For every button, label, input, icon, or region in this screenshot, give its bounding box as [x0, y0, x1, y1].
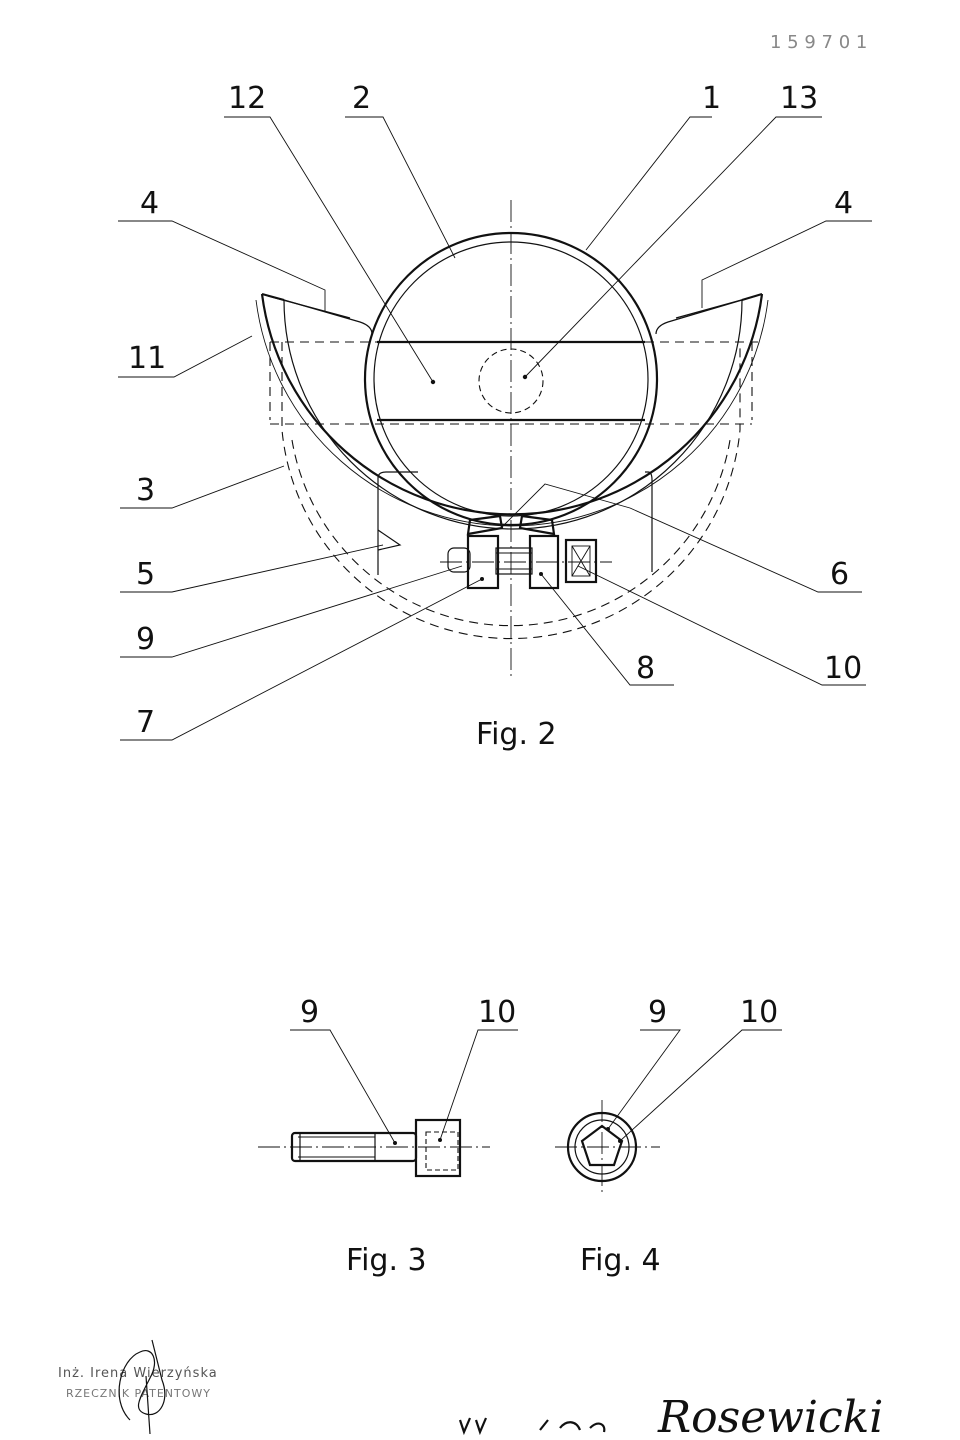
housing-shell	[255, 292, 769, 530]
fig4-leader-10	[619, 1029, 782, 1142]
hidden-contour-outer	[291, 439, 731, 627]
caption-fig-4: Fig. 4	[580, 1243, 661, 1278]
clamp-lug-right	[518, 514, 556, 536]
label-2: 2	[352, 81, 371, 116]
corner-mark: 1 5 9 7 0 1	[770, 32, 867, 53]
fig3-label-10: 10	[478, 995, 516, 1030]
label-4-left: 4	[140, 186, 159, 221]
bracket-notch	[377, 529, 402, 551]
support-bracket	[377, 471, 653, 575]
label-8: 8	[636, 651, 655, 686]
label-4-right: 4	[834, 186, 853, 221]
figure-2: 12 2 1 13 4 4 11 3 5 6 9 8 10 7 Fig. 2	[118, 81, 872, 752]
fig4-leader-9	[607, 1029, 681, 1130]
figure-4: 9 10 Fig. 4	[555, 995, 782, 1278]
fig3-leader-9	[290, 1029, 396, 1144]
fig4-label-9: 9	[648, 995, 667, 1030]
clamp-lug-left	[466, 514, 504, 536]
label-13: 13	[780, 81, 818, 116]
patent-attorney-stamp: Inż. Irena Wierzyńska RZECZNIK PATENTOWY	[58, 1339, 218, 1435]
label-11: 11	[128, 341, 166, 376]
label-9: 9	[136, 622, 155, 657]
fig3-leader-10	[439, 1029, 518, 1141]
hidden-contour	[269, 342, 753, 640]
stamp-signature-scribble	[118, 1339, 166, 1435]
caption-fig-3: Fig. 3	[346, 1243, 427, 1278]
fig3-label-9: 9	[300, 995, 319, 1030]
stamp-line-1: Inż. Irena Wierzyńska	[58, 1366, 218, 1381]
label-6: 6	[830, 557, 849, 592]
hidden-hole	[478, 348, 544, 414]
fig4-label-10: 10	[740, 995, 778, 1030]
pipe-ring	[363, 231, 659, 527]
label-1: 1	[702, 81, 721, 116]
caption-fig-2: Fig. 2	[476, 717, 557, 752]
bolt-head-circle	[566, 1111, 638, 1183]
bolt-head-socket	[425, 1131, 459, 1171]
stamp-line-2: RZECZNIK PATENTOWY	[66, 1387, 211, 1400]
pentagon-socket	[580, 1124, 624, 1167]
bolt-assembly	[447, 534, 598, 590]
signature-prefix-scribble	[458, 1417, 606, 1436]
bolt-head	[414, 1118, 462, 1178]
figure-3: 9 10 Fig. 3	[258, 995, 518, 1278]
leader-lines	[118, 116, 872, 741]
label-10: 10	[824, 651, 862, 686]
bolt-head-inner-circle	[574, 1119, 630, 1175]
label-3: 3	[136, 473, 155, 508]
label-5: 5	[136, 557, 155, 592]
signature: Rosewicki	[657, 1392, 883, 1440]
label-12: 12	[228, 81, 266, 116]
label-7: 7	[136, 705, 155, 740]
